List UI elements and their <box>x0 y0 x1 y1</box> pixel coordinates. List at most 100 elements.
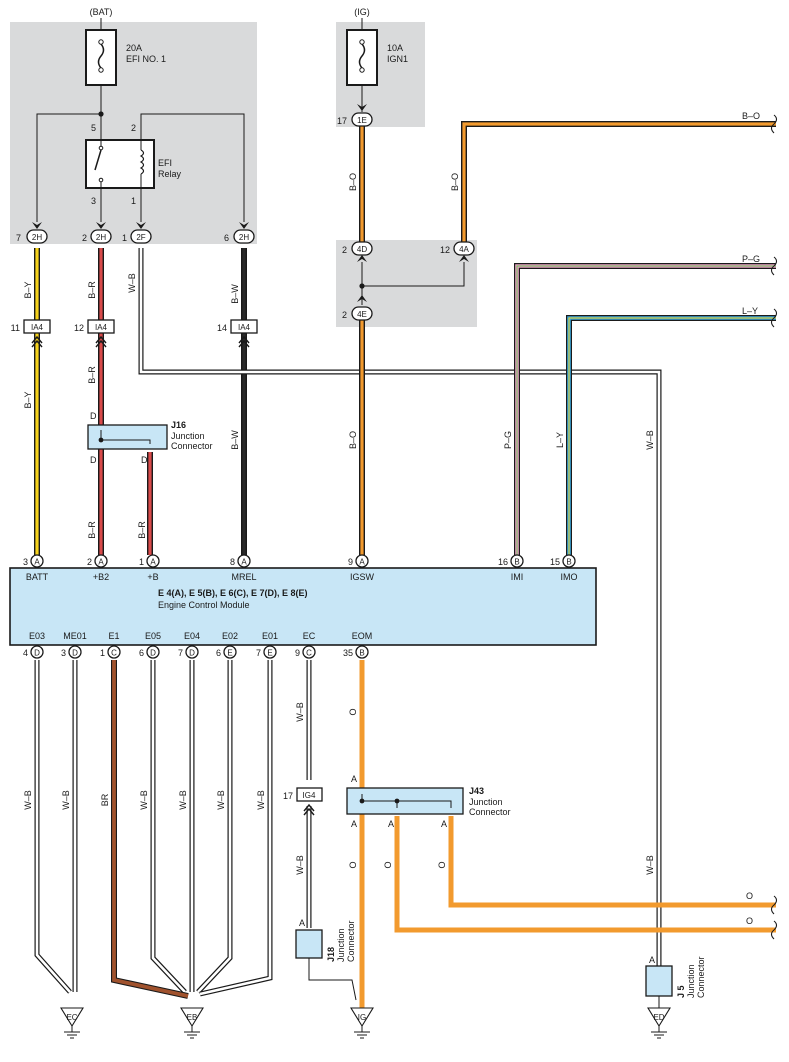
svg-text:2: 2 <box>82 233 87 243</box>
svg-text:EC: EC <box>66 1013 77 1022</box>
wire-break-marks <box>770 114 778 940</box>
svg-text:3: 3 <box>61 648 66 658</box>
wire-label: BR <box>100 793 110 806</box>
j5-id: J 5 <box>676 985 686 998</box>
wire-label: B–Y <box>23 391 33 408</box>
ecm-bottom-pins: E03D4ME01D3E1C1E05D6E04D7E02E6E01E7ECC9E… <box>23 631 372 659</box>
j43-id: J43 <box>469 786 484 796</box>
svg-text:9: 9 <box>295 648 300 658</box>
j5-label: Connector <box>696 956 706 998</box>
wire-w-b-long <box>138 248 662 966</box>
wire-label: L–Y <box>555 432 565 448</box>
bat-panel <box>10 22 257 244</box>
svg-text:IG: IG <box>358 1013 366 1022</box>
ecm-pin: A1+B <box>139 554 160 582</box>
wire-label: W–B <box>61 790 71 810</box>
wire-label: W–B <box>216 790 226 810</box>
j5-label: Junction <box>686 964 696 998</box>
ecm-pin-name: E04 <box>184 631 200 641</box>
ecm-pin: EC C9 <box>295 631 316 659</box>
wire-label: W–B <box>295 702 305 722</box>
wire-label: B–O <box>450 173 460 191</box>
svg-text:E: E <box>267 649 272 658</box>
svg-text:A: A <box>359 558 365 567</box>
bat-source-label: (BAT) <box>90 7 113 17</box>
connector-4d-2: 4D 2 <box>342 241 373 256</box>
svg-text:11: 11 <box>11 323 20 333</box>
svg-text:17: 17 <box>337 116 347 126</box>
wire-label: W–B <box>127 273 137 293</box>
wire-label: O <box>746 916 753 926</box>
svg-text:4D: 4D <box>357 245 367 254</box>
relay-pin: 1 <box>131 196 136 206</box>
wires <box>34 40 776 1008</box>
svg-text:E: E <box>227 649 232 658</box>
splice-dot <box>98 111 104 117</box>
connector-4a-12: 4A 12 <box>440 241 475 256</box>
j16-junction <box>87 424 168 450</box>
wire-label: W–B <box>645 855 655 875</box>
j18-id: J18 <box>326 947 336 962</box>
wire-label: W–B <box>256 790 266 810</box>
svg-text:C: C <box>306 649 312 658</box>
svg-text:14: 14 <box>217 323 227 333</box>
connector-2f-1: 2F 1 <box>122 229 152 244</box>
ecm-pin-name: +B <box>147 572 158 582</box>
svg-text:C: C <box>111 649 117 658</box>
j16-id: J16 <box>171 420 186 430</box>
j43-pin: A <box>351 774 357 784</box>
ecm-pin: A2+B2 <box>87 554 109 582</box>
wire-label: B–W <box>230 284 240 304</box>
ground-eb: EB <box>180 1007 204 1039</box>
wire-label: O <box>383 861 393 868</box>
svg-text:IG4: IG4 <box>303 791 316 800</box>
relay-name: EFI <box>158 158 172 168</box>
ecm-pin-name: E03 <box>29 631 45 641</box>
svg-text:1: 1 <box>100 648 105 658</box>
ecm-pin-name: BATT <box>26 572 49 582</box>
svg-text:12: 12 <box>440 245 450 255</box>
svg-text:6: 6 <box>224 233 229 243</box>
ground-ig: IG <box>350 1007 374 1039</box>
svg-text:B: B <box>566 558 571 567</box>
connector-ig4: IG4 17 <box>283 787 323 802</box>
connector-ia4-14: IA4 14 <box>217 319 258 334</box>
svg-text:ED: ED <box>653 1013 664 1022</box>
ecm-pin-name: EC <box>303 631 316 641</box>
j16-pin: D <box>141 455 148 465</box>
ecm-pin-name: ME01 <box>63 631 87 641</box>
wire-label: B–O <box>742 111 760 121</box>
svg-text:12: 12 <box>74 323 84 333</box>
connector-ia4-11: IA4 11 <box>11 319 51 334</box>
wire-ground-ec <box>34 660 78 994</box>
wire-p-g <box>514 263 776 555</box>
wire-label: W–B <box>139 790 149 810</box>
svg-text:D: D <box>72 649 78 658</box>
svg-text:D: D <box>150 649 156 658</box>
wire-label: B–O <box>348 173 358 191</box>
wire-label: B–O <box>348 431 358 449</box>
svg-text:1E: 1E <box>357 116 367 125</box>
svg-text:16: 16 <box>498 557 508 567</box>
svg-text:4A: 4A <box>459 245 469 254</box>
wire-label: W–B <box>645 430 655 450</box>
connector-2h-6: 2H 6 <box>224 229 255 244</box>
wire-label: B–R <box>87 366 97 384</box>
engine-control-module <box>9 567 597 646</box>
svg-text:4: 4 <box>23 648 28 658</box>
svg-text:B: B <box>514 558 519 567</box>
relay-name: Relay <box>158 169 182 179</box>
ecm-pin-name: IMO <box>561 572 578 582</box>
connector-ia4-12: IA4 12 <box>74 319 115 334</box>
efi-relay <box>85 130 155 190</box>
ground-ed: ED <box>647 1007 671 1039</box>
